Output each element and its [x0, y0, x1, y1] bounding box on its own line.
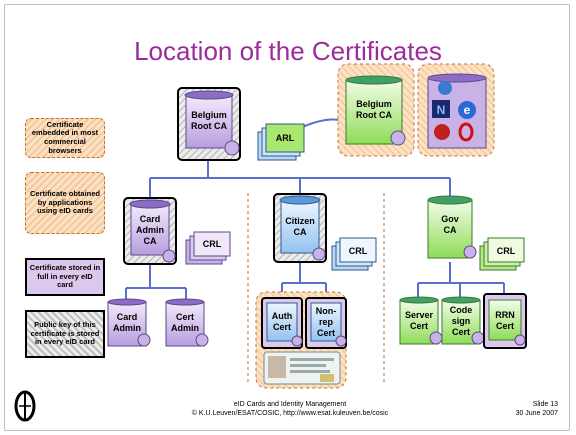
slide-number: Slide 13 — [532, 401, 558, 408]
card-admin-ca-label-1: Card — [140, 214, 161, 224]
root-ca-label-1: Belgium — [191, 110, 227, 120]
legend-obtained-by-apps: Certificate obtained by applications usi… — [25, 172, 105, 234]
svg-text:Auth: Auth — [272, 311, 293, 321]
svg-text:Cert: Cert — [452, 327, 470, 337]
svg-text:Cert: Cert — [496, 321, 514, 331]
svg-text:Admin: Admin — [171, 323, 199, 333]
footer-credits: eID Cards and Identity Management © K.U.… — [150, 400, 430, 418]
svg-text:sign: sign — [452, 316, 471, 326]
slide-frame — [4, 4, 570, 431]
legend-browser-embedded: Certificate embedded in most commercial … — [25, 118, 105, 158]
svg-text:CRL: CRL — [349, 246, 368, 256]
opera-icon — [458, 122, 474, 142]
card-admin-ca-label-3: CA — [144, 236, 157, 246]
footer-copyright: © K.U.Leuven/ESAT/COSIC, http://www.esat… — [191, 410, 389, 417]
belgium-root-ca: Belgium Root CA — [177, 87, 241, 161]
card-admin-ca: Card Admin CA — [123, 197, 177, 265]
svg-text:RRN: RRN — [495, 310, 515, 320]
svg-text:CRL: CRL — [203, 239, 222, 249]
svg-text:rep: rep — [319, 317, 334, 327]
internet-explorer-icon — [458, 101, 476, 119]
svg-text:Admin: Admin — [113, 323, 141, 333]
svg-text:Cert: Cert — [317, 328, 335, 338]
svg-text:CRL: CRL — [497, 246, 516, 256]
browsers-scroll: N e — [427, 73, 487, 149]
code-sign-cert: Code sign Cert — [441, 296, 485, 345]
card-admin-ca-label-2: Admin — [136, 225, 164, 235]
footer-course-title: eID Cards and Identity Management — [233, 401, 347, 408]
belgium-root-ca-cross: Belgium Root CA — [345, 75, 406, 146]
eid-card-image — [263, 351, 341, 385]
globe-icon — [438, 81, 452, 95]
citizen-ca: Citizen CA — [273, 193, 327, 263]
root-ca-label-2: Root CA — [191, 121, 227, 131]
svg-text:e: e — [464, 103, 471, 117]
gov-ca: Gov CA — [427, 195, 477, 259]
rrn-cert: RRN Cert — [483, 293, 527, 349]
arl-certificate: ARL — [257, 123, 305, 161]
slide-date: 30 June 2007 — [515, 410, 558, 417]
gov-ca-label-2: CA — [444, 225, 457, 235]
server-cert: Server Cert — [399, 296, 443, 345]
nonrep-cert: Non- rep Cert — [305, 297, 347, 349]
kuleuven-logo-icon — [14, 390, 36, 422]
svg-text:Code: Code — [450, 305, 473, 315]
footer-slide-info: Slide 13 30 June 2007 — [470, 400, 558, 418]
arl-label: ARL — [276, 133, 295, 143]
svg-text:Non-: Non- — [316, 306, 337, 316]
svg-text:Cert: Cert — [410, 321, 428, 331]
svg-text:Cert: Cert — [273, 322, 291, 332]
crl-citizen: CRL — [331, 237, 377, 271]
netscape-icon — [432, 100, 450, 118]
gov-ca-label-1: Gov — [441, 214, 459, 224]
svg-text:Server: Server — [405, 310, 434, 320]
svg-text:Cert: Cert — [176, 312, 194, 322]
slide-title: Location of the Certificates — [134, 36, 442, 66]
legend-public-key-stored: Public key of this certificate is stored… — [25, 310, 105, 358]
svg-text:N: N — [437, 103, 446, 117]
cert-admin-cert: Cert Admin — [165, 298, 209, 347]
citizen-ca-label-1: Citizen — [285, 216, 315, 226]
cross-root-label-2: Root CA — [356, 110, 392, 120]
cross-root-label-1: Belgium — [356, 99, 392, 109]
card-admin-cert: Card Admin — [107, 298, 151, 347]
mozilla-icon — [434, 124, 450, 140]
svg-text:Card: Card — [117, 312, 138, 322]
legend-stored-in-full: Certificate stored in full in every eID … — [25, 258, 105, 296]
auth-cert: Auth Cert — [261, 297, 303, 349]
crl-card-admin: CRL — [185, 231, 231, 265]
citizen-ca-label-2: CA — [294, 227, 307, 237]
crl-gov: CRL — [479, 237, 525, 271]
